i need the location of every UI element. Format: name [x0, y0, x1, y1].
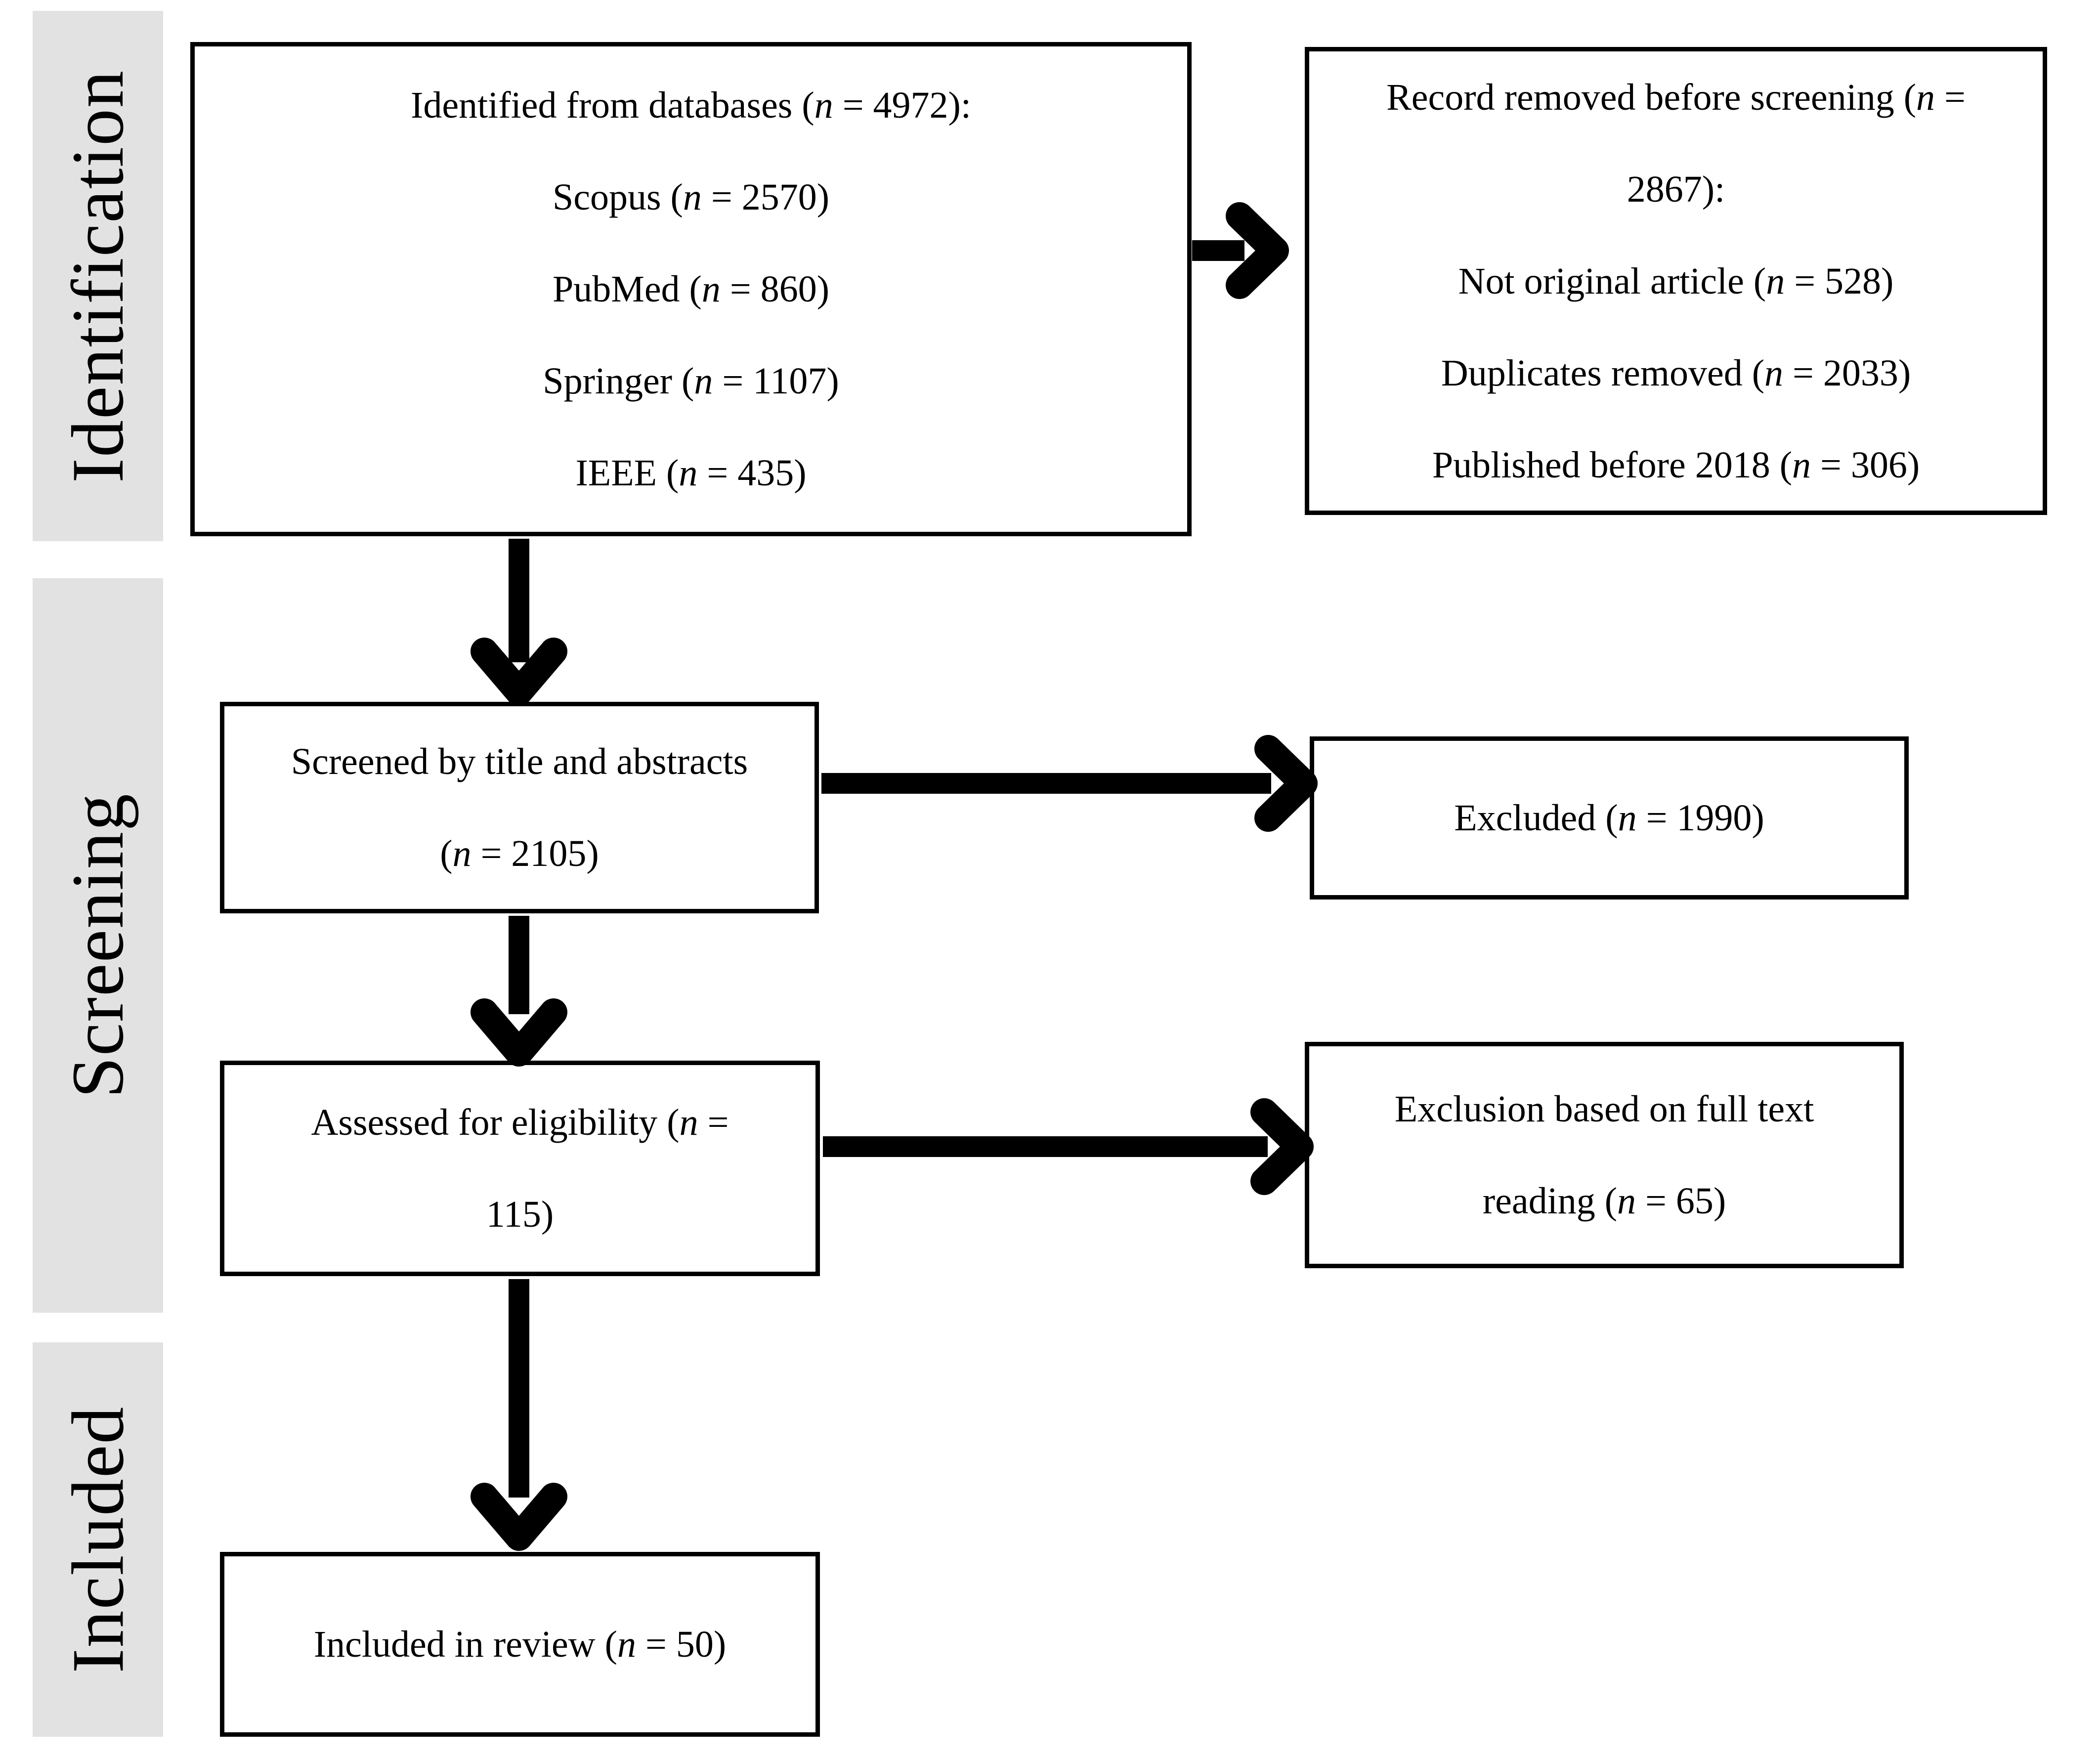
stage-label-identification: Identification: [33, 11, 163, 541]
box-excluded: Excluded (n = 1990): [1310, 736, 1909, 900]
stage-label-identification-text: Identification: [57, 69, 139, 483]
box-included-in-review: Included in review (n = 50): [220, 1552, 820, 1737]
arrow-identified-to-screened: [471, 539, 567, 706]
box-line: Exclusion based on full text: [1394, 1088, 1814, 1130]
box-identified-from-databases: Identified from databases (n = 4972): Sc…: [190, 42, 1192, 536]
arrowhead-down-icon: [471, 1483, 567, 1551]
stage-label-screening: Screening: [33, 578, 163, 1313]
box-line: Record removed before screening (n =: [1386, 76, 1966, 118]
box-assessed-for-eligibility: Assessed for eligibility (n = 115): [220, 1061, 820, 1276]
arrowhead-right-icon: [1254, 735, 1318, 832]
arrow-identified-to-removed: [1192, 202, 1289, 299]
arrowhead-down-icon: [471, 638, 567, 706]
arrow-assessed-to-included-review: [471, 1279, 567, 1551]
stage-label-included-text: Included: [57, 1406, 139, 1673]
box-line: (n = 2105): [440, 833, 599, 874]
box-line: reading (n = 65): [1482, 1180, 1726, 1222]
box-line: Excluded (n = 1990): [1454, 797, 1764, 839]
box-records-removed-before-screening: Record removed before screening (n = 286…: [1305, 47, 2047, 515]
box-line: 2867):: [1627, 168, 1725, 210]
box-line: Not original article (n = 528): [1458, 260, 1894, 302]
arrow-assessed-to-fulltext-exclusion: [823, 1098, 1314, 1195]
box-line: 115): [486, 1194, 554, 1235]
stage-label-screening-text: Screening: [57, 793, 139, 1098]
box-screened-by-title-abstracts: Screened by title and abstracts (n = 210…: [220, 702, 819, 913]
box-line: PubMed (n = 860): [552, 268, 830, 310]
arrow-screened-to-excluded: [821, 735, 1318, 832]
box-line: Included in review (n = 50): [313, 1624, 727, 1665]
stage-label-included: Included: [33, 1342, 163, 1737]
box-line: Scopus (n = 2570): [552, 176, 830, 218]
box-line: Published before 2018 (n = 306): [1432, 444, 1920, 486]
arrowhead-right-icon: [1250, 1098, 1314, 1195]
arrowhead-right-icon: [1226, 202, 1289, 299]
box-exclusion-full-text-reading: Exclusion based on full text reading (n …: [1305, 1042, 1904, 1268]
box-line: Screened by title and abstracts: [291, 741, 748, 782]
box-line: Duplicates removed (n = 2033): [1441, 352, 1911, 394]
box-line: Identified from databases (n = 4972):: [411, 85, 971, 126]
box-line: Assessed for eligibility (n =: [311, 1102, 729, 1143]
arrow-screened-to-assessed: [471, 916, 567, 1067]
arrowhead-down-icon: [471, 998, 567, 1067]
box-line: IEEE (n = 435): [575, 452, 807, 494]
box-line: Springer (n = 1107): [543, 360, 839, 402]
